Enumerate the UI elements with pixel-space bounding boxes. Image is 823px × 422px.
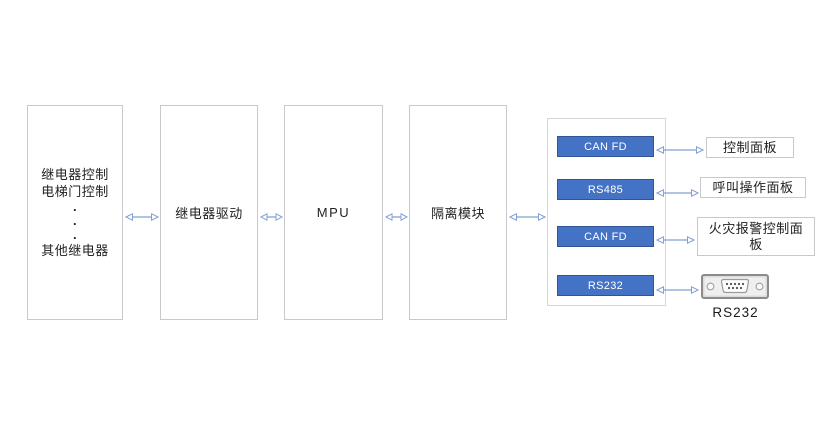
control-panel-box: 控制面板 [706, 137, 794, 158]
ellipsis-dot: . [72, 213, 78, 228]
relay-loads-line: 电梯门控制 [41, 184, 109, 199]
relay-driver-box: 继电器驱动 [160, 105, 258, 320]
bidirectional-arrow [384, 209, 409, 222]
connector-caption: RS232 [712, 305, 759, 320]
port-canfd-1: CAN FD [557, 136, 654, 157]
db9-serial-connector-icon [701, 274, 769, 299]
port-label: CAN FD [584, 230, 627, 243]
port-label: RS485 [587, 183, 624, 196]
bidirectional-arrow [655, 232, 696, 244]
port-rs232: RS232 [557, 275, 654, 296]
bidirectional-arrow [655, 142, 705, 154]
relay-driver-label: 继电器驱动 [175, 206, 243, 221]
relay-loads-line: 继电器控制 [41, 167, 109, 182]
control-panel-label: 控制面板 [722, 139, 777, 155]
ellipsis-dot: . [72, 227, 78, 242]
call-operation-panel-box: 呼叫操作面板 [700, 177, 806, 198]
port-rs485: RS485 [557, 179, 654, 200]
relay-loads-box: 继电器控制 电梯门控制 . . . 其他继电器 [27, 105, 123, 320]
bidirectional-arrow [259, 209, 284, 222]
port-label: CAN FD [584, 140, 627, 153]
fire-alarm-panel-label: 火灾报警控制面板 [708, 220, 804, 252]
bidirectional-arrow [655, 282, 700, 294]
ellipsis-dot: . [72, 199, 78, 214]
port-canfd-2: CAN FD [557, 226, 654, 247]
bidirectional-arrow [508, 209, 547, 222]
bidirectional-arrow [655, 185, 700, 197]
call-operation-panel-label: 呼叫操作面板 [712, 179, 794, 195]
bidirectional-arrow [124, 209, 160, 222]
isolation-module-box: 隔离模块 [409, 105, 507, 320]
port-label: RS232 [587, 279, 624, 292]
relay-loads-line: 其他继电器 [41, 243, 109, 258]
fire-alarm-panel-box: 火灾报警控制面板 [697, 217, 815, 256]
mpu-box: MPU [284, 105, 383, 320]
mpu-label: MPU [316, 205, 351, 220]
isolation-module-label: 隔离模块 [430, 206, 485, 221]
